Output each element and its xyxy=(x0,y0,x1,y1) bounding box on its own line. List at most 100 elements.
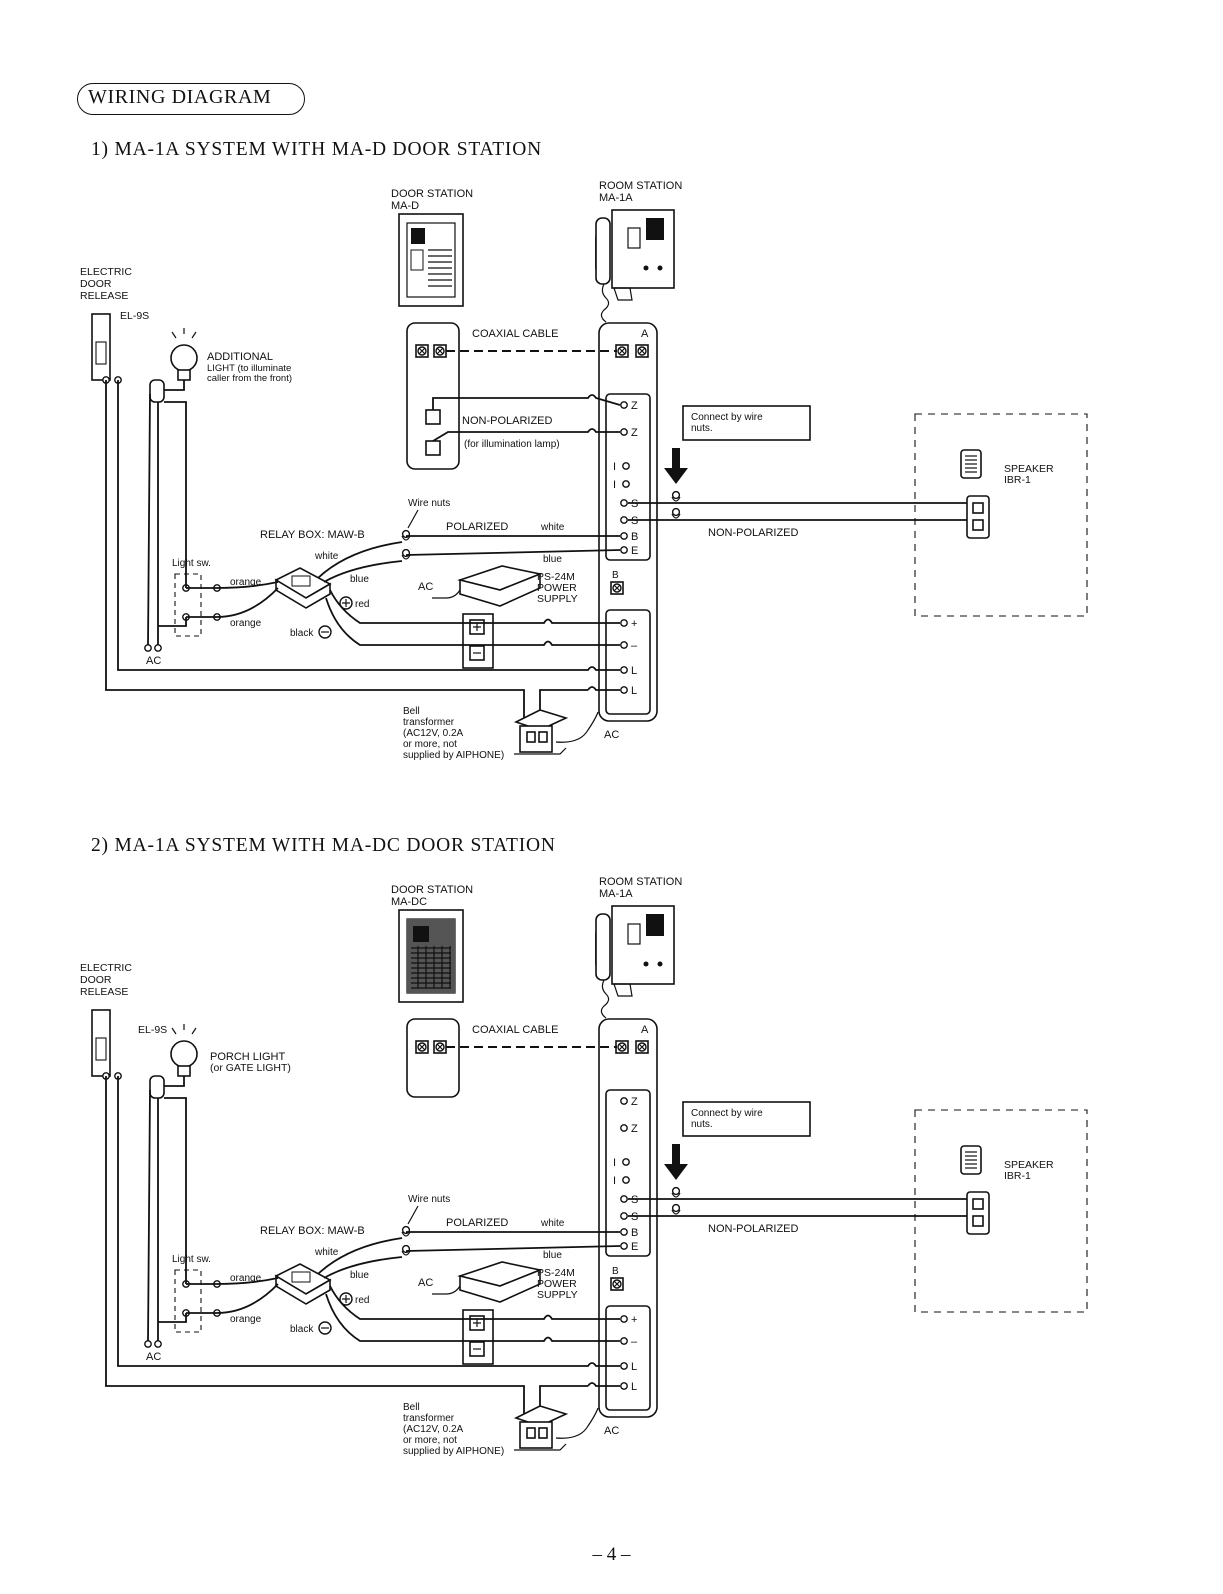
d1-orange-wire-2 xyxy=(186,587,279,618)
d2-connect-note-box xyxy=(682,1101,811,1137)
d1-connect-note-2: nuts. xyxy=(691,423,713,434)
d2-bell-ac-cord xyxy=(555,1407,599,1439)
d2-room-coax-terminal xyxy=(615,1040,629,1054)
d1-terminal-circle-12 xyxy=(620,686,628,694)
d1-black-label: black xyxy=(290,628,314,639)
d1-orange-wire-1 xyxy=(186,581,279,589)
d2-red-wire-to-plus xyxy=(329,1285,620,1320)
d1-terminal-label-11: L xyxy=(631,665,637,677)
d1-z-wire-1 xyxy=(432,394,621,410)
d1-door-release-wire-2 xyxy=(105,380,525,718)
d1-terminal-label-6: S xyxy=(631,515,638,527)
d2-door-terminal-plate xyxy=(406,1018,460,1098)
d2-speaker-terminal-1 xyxy=(972,1198,984,1210)
d2-terminal-label-2: Z xyxy=(631,1123,638,1135)
d2-relay-nut-1 xyxy=(401,1231,411,1237)
d2-terminal-b-screw-cross xyxy=(613,1280,621,1288)
d2-relay-nut-2 xyxy=(401,1250,411,1256)
d2-bell-transformer-base xyxy=(514,1443,567,1451)
d1-terminal-circle-11 xyxy=(620,666,628,674)
d1-black-wire-to-minus xyxy=(325,597,620,646)
d1-terminal-label-12: L xyxy=(631,685,637,697)
d1-s-wire-nut-2 xyxy=(671,513,681,519)
d1-light-rays xyxy=(171,328,197,339)
d1-terminal-label-9: + xyxy=(631,618,637,630)
d1-power-supply-label-1: PS-24M xyxy=(537,571,575,583)
d2-terminal-label-9: + xyxy=(631,1314,637,1326)
d1-door-station-face xyxy=(406,222,456,298)
d1-room-coax-terminal-2 xyxy=(635,344,649,358)
d2-terminal-circle-4 xyxy=(622,1176,630,1184)
d2-wire-nuts-label: Wire nuts xyxy=(408,1194,450,1205)
d2-connect-note-1: Connect by wire xyxy=(691,1108,763,1119)
d2-room-coax-terminal-2 xyxy=(635,1040,649,1054)
d2-power-supply-label-2: POWER xyxy=(537,1278,577,1290)
d2-orange-label-2: orange xyxy=(230,1314,262,1325)
d1-light-label: ADDITIONAL xyxy=(207,351,273,363)
d2-room-station-body xyxy=(611,905,675,985)
d2-black-wire-to-minus xyxy=(325,1293,620,1342)
d2-s-wire-nut-1-cap xyxy=(671,1186,681,1196)
d1-red-label: red xyxy=(355,599,369,610)
d1-door-release-wire-1 xyxy=(117,380,620,671)
d1-terminal-b-screw-cross xyxy=(613,584,621,592)
d2-power-supply-label-3: SUPPLY xyxy=(537,1289,578,1301)
d1-ps-ac-cord xyxy=(432,589,461,599)
d2-light-arm xyxy=(162,1076,185,1087)
page-number: – 4 – xyxy=(592,1544,631,1565)
d1-light-switch-box xyxy=(174,573,202,637)
d1-power-supply-label-3: SUPPLY xyxy=(537,593,578,605)
d2-door-release-coil xyxy=(95,1037,107,1061)
d1-door-coax-terminal xyxy=(415,344,429,358)
d2-terminal-label-5: S xyxy=(631,1194,638,1206)
d1-connect-note-box xyxy=(682,405,811,441)
d1-relay-blue-lead xyxy=(323,560,403,583)
d1-terminal-b-label: B xyxy=(612,570,619,581)
d2-terminal-circle-12 xyxy=(620,1382,628,1390)
d1-room-signal-block xyxy=(605,393,651,561)
d2-ac-terminal-1 xyxy=(144,1340,152,1348)
d2-light-switch-box xyxy=(174,1269,202,1333)
d1-bell-ac-cord xyxy=(555,711,599,743)
d1-door-release-body xyxy=(91,313,111,381)
d2-wire-nuts-leader xyxy=(407,1205,419,1225)
diagram-1-title: 1) MA-1A SYSTEM WITH MA-D DOOR STATION xyxy=(91,139,542,160)
d1-door-release-model: EL-9S xyxy=(120,310,149,322)
d2-bell-transformer-label-5: supplied by AIPHONE) xyxy=(403,1446,504,1457)
d2-terminal-label-1: Z xyxy=(631,1096,638,1108)
heading-frame xyxy=(77,83,305,115)
d2-door-release-wire-1 xyxy=(117,1076,620,1367)
d1-door-lamp-terminal-2 xyxy=(425,440,441,456)
d2-power-supply-body xyxy=(459,1268,541,1303)
d2-light-sub-label-1: (or GATE LIGHT) xyxy=(210,1062,291,1074)
d1-terminal-label-1: Z xyxy=(631,400,638,412)
d1-light-socket xyxy=(177,369,191,381)
d2-red-label: red xyxy=(355,1295,369,1306)
d2-orange-wire-1 xyxy=(186,1277,279,1285)
d1-door-lamp-terminal-1 xyxy=(425,409,441,425)
d2-terminal-circle-2 xyxy=(620,1124,628,1132)
d2-terminal-label-6: S xyxy=(631,1211,638,1223)
d1-door-button xyxy=(410,249,424,271)
d1-power-supply-body xyxy=(459,572,541,607)
d2-terminal-label-11: L xyxy=(631,1361,637,1373)
d2-speaker-label-1: SPEAKER xyxy=(1004,1159,1054,1171)
diagram-2-title: 2) MA-1A SYSTEM WITH MA-DC DOOR STATION xyxy=(91,835,556,856)
d1-speaker-terminal-2 xyxy=(972,519,984,531)
d1-relay-box-label-plate xyxy=(291,575,311,587)
d2-ps-ac-label: AC xyxy=(418,1277,433,1289)
d2-speaker-area xyxy=(914,1109,1088,1313)
d1-illumination-note: (for illumination lamp) xyxy=(464,439,560,450)
d1-connect-note-1: Connect by wire xyxy=(691,412,763,423)
d2-room-signal-block xyxy=(605,1089,651,1257)
d2-terminal-label-3: I xyxy=(613,1157,616,1169)
d1-speaker-terminal-1 xyxy=(972,502,984,514)
d1-room-station-model: MA-1A xyxy=(599,192,633,204)
d2-ps-plus-sign xyxy=(473,1319,481,1327)
d1-door-coax-terminal-cross xyxy=(418,347,426,355)
d1-room-station-body xyxy=(611,209,675,289)
d1-red-plus-sign xyxy=(342,599,350,607)
d1-relay-nut-1 xyxy=(401,535,411,541)
d1-room-coax-terminal-2-cross xyxy=(638,347,646,355)
